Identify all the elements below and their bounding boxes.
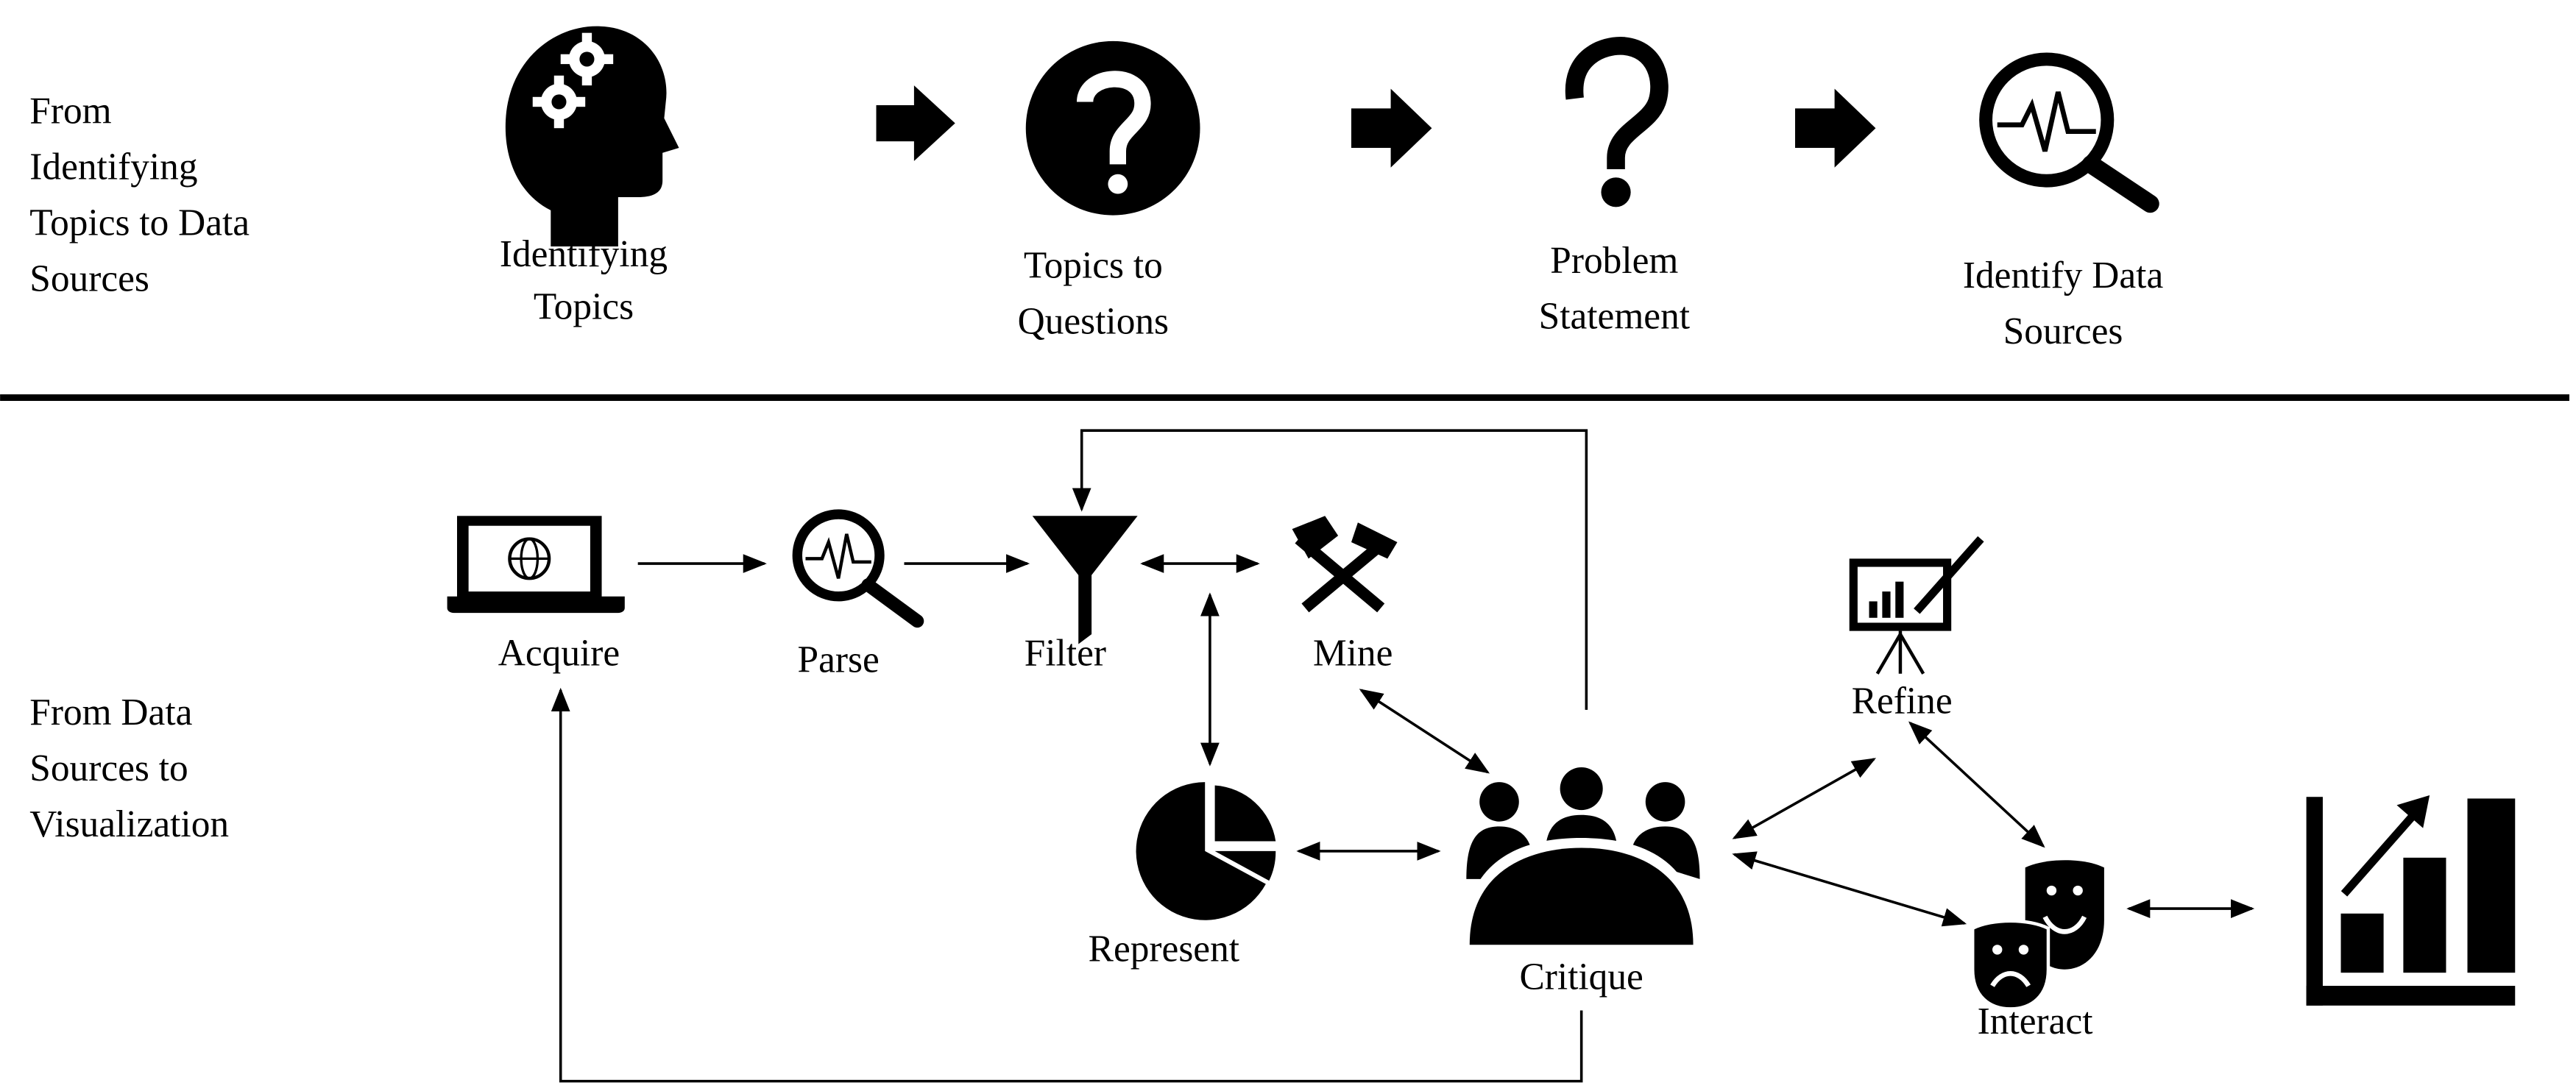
audience-icon (1462, 767, 1700, 945)
magnifier-pulse-icon (1979, 52, 2159, 213)
title-line: Visualization (29, 803, 229, 845)
step-label: Topics (534, 285, 634, 327)
title-line: Sources (29, 257, 149, 299)
arrow-mine-critique (1359, 689, 1490, 774)
top-section-title: From Identifying Topics to Data Sources (29, 90, 250, 300)
arrow-right-icon (1795, 88, 1876, 168)
title-line: From (29, 90, 111, 132)
step-label: Problem (1550, 240, 1678, 282)
step-label: Topics to (1024, 244, 1163, 286)
presentation-board-icon (1849, 536, 1984, 675)
hammers-icon (1292, 516, 1398, 613)
node-label-interact: Interact (1978, 1001, 2093, 1042)
question-circle-icon (1025, 40, 1200, 216)
node-label-mine: Mine (1313, 633, 1393, 675)
step-label: Statement (1539, 296, 1690, 338)
question-mark-icon (1565, 37, 1669, 207)
section-divider (0, 394, 2569, 401)
pie-chart-icon (1136, 782, 1276, 920)
step-label: Questions (1018, 300, 1169, 342)
arrow-critique-refine (1732, 758, 1877, 839)
bottom-section-title: From Data Sources to Visualization (29, 692, 229, 845)
title-line: Identifying (29, 146, 197, 188)
node-label-parse: Parse (798, 639, 880, 680)
arrow-right-icon (876, 85, 955, 161)
funnel-icon (1032, 516, 1138, 644)
theater-masks-icon (1970, 860, 2104, 1011)
magnifier-pulse-icon (792, 509, 924, 628)
node-label-filter: Filter (1025, 633, 1106, 675)
laptop-globe-icon (447, 516, 625, 614)
title-line: Topics to Data (29, 202, 250, 244)
feedback-critique-to-filter (1072, 429, 1588, 710)
head-gears-icon (505, 26, 679, 247)
step-label: Identifying (500, 233, 668, 275)
title-line: Sources to (29, 747, 188, 789)
arrow-critique-interact (1732, 851, 1967, 927)
bar-chart-growth-icon (2306, 795, 2516, 1006)
step-label: Sources (2003, 310, 2123, 352)
node-label-represent: Represent (1089, 928, 1239, 970)
feedback-critique-to-acquire (551, 687, 1583, 1083)
node-label-refine: Refine (1852, 680, 1953, 722)
step-label: Identify Data (1963, 255, 2164, 296)
arrow-right-icon (1351, 88, 1432, 168)
arrow-refine-interact (1908, 721, 2045, 848)
node-label-critique: Critique (1520, 956, 1643, 998)
node-label-acquire: Acquire (498, 633, 620, 675)
title-line: From Data (29, 692, 192, 733)
